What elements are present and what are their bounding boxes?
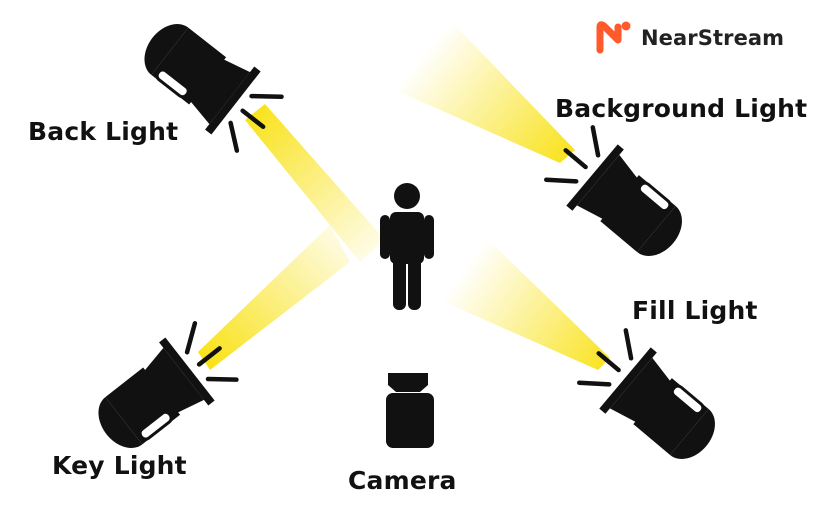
- key-light-label: Key Light: [52, 451, 187, 480]
- background-light-beam: [395, 18, 575, 163]
- camera-label: Camera: [348, 466, 457, 495]
- key-light-beam: [198, 225, 350, 370]
- fill-light-beam: [440, 222, 610, 370]
- back-light-label: Back Light: [28, 117, 179, 146]
- background-light-label: Background Light: [555, 94, 808, 123]
- brand-name: NearStream: [641, 26, 785, 50]
- person-icon: [380, 183, 434, 310]
- fill-light-label: Fill Light: [632, 296, 758, 325]
- nearstream-logo-icon: [596, 21, 631, 54]
- camera-icon: [386, 373, 434, 448]
- back-light-beam: [245, 104, 385, 262]
